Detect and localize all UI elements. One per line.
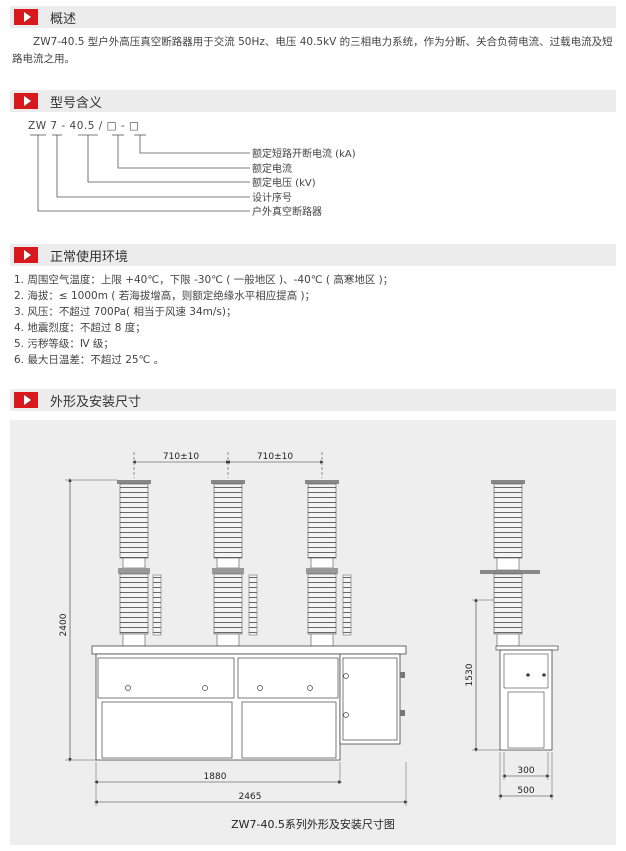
figure-caption: ZW7-40.5系列外形及安装尺寸图: [231, 818, 395, 831]
model-label-design: 设计序号: [252, 191, 292, 204]
dimension-figure: 710±10 710±10 2400 1880 2465: [10, 420, 616, 845]
dim-height: 2400: [59, 613, 69, 636]
environment-list: 1. 周围空气温度：上限 +40℃，下限 -30℃ ( 一般地区 )、-40℃ …: [14, 272, 393, 368]
list-item: 1. 周围空气温度：上限 +40℃，下限 -30℃ ( 一般地区 )、-40℃ …: [14, 274, 394, 286]
model-label-short-circuit: 额定短路开断电流 (kA): [252, 147, 356, 160]
section-header-environment: 正常使用环境: [10, 244, 616, 266]
play-icon: [14, 9, 38, 25]
overview-text: ZW7-40.5 型户外高压真空断路器用于交流 50Hz、电压 40.5kV 的…: [12, 36, 613, 65]
dim-side-total: 500: [517, 786, 534, 796]
section-header-dimensions: 外形及安装尺寸: [10, 389, 616, 411]
side-view: 1530 300 500: [465, 480, 559, 800]
list-item: 2. 海拔：≤ 1000m ( 若海拔增高，则额定绝缘水平相应提高 )；: [14, 290, 316, 302]
model-label-voltage: 额定电压 (kV): [252, 176, 316, 189]
dim-inner-width: 1880: [204, 772, 227, 782]
section-header-model: 型号含义: [10, 90, 616, 112]
dim-side-inner: 300: [517, 766, 534, 776]
pole-right: [305, 480, 352, 647]
dim-side-height: 1530: [465, 663, 475, 686]
list-item: 3. 风压：不超过 700Pa( 相当于风速 34m/s)；: [14, 306, 237, 318]
dim-spacing-1: 710±10: [163, 452, 199, 462]
dimension-drawing: 710±10 710±10 2400 1880 2465: [59, 452, 559, 806]
play-icon: [14, 247, 38, 263]
section-title: 型号含义: [50, 95, 103, 111]
model-label-type: 户外真空断路器: [252, 205, 322, 218]
front-view: 710±10 710±10 2400 1880 2465: [59, 452, 408, 806]
dim-spacing-2: 710±10: [257, 452, 293, 462]
model-legend-diagram: 额定短路开断电流 (kA) 额定电流 额定电压 (kV) 设计序号 户外真空断路…: [30, 134, 356, 218]
section-title: 概述: [50, 11, 77, 27]
section-title: 正常使用环境: [50, 249, 129, 265]
list-item: 6. 最大日温差：不超过 25℃ 。: [14, 354, 165, 366]
model-label-current: 额定电流: [252, 162, 292, 175]
model-code: ZW 7 - 40.5 / □ - □: [28, 120, 140, 132]
pole-left: [117, 480, 162, 647]
list-item: 4. 地震烈度：不超过 8 度；: [14, 322, 146, 334]
section-header-overview: 概述: [10, 6, 616, 28]
section-title: 外形及安装尺寸: [50, 394, 142, 410]
play-icon: [14, 93, 38, 109]
dim-total-width: 2465: [239, 792, 262, 802]
pole-middle: [211, 480, 258, 647]
play-icon: [14, 392, 38, 408]
list-item: 5. 污秽等级：Ⅳ 级；: [14, 338, 114, 350]
